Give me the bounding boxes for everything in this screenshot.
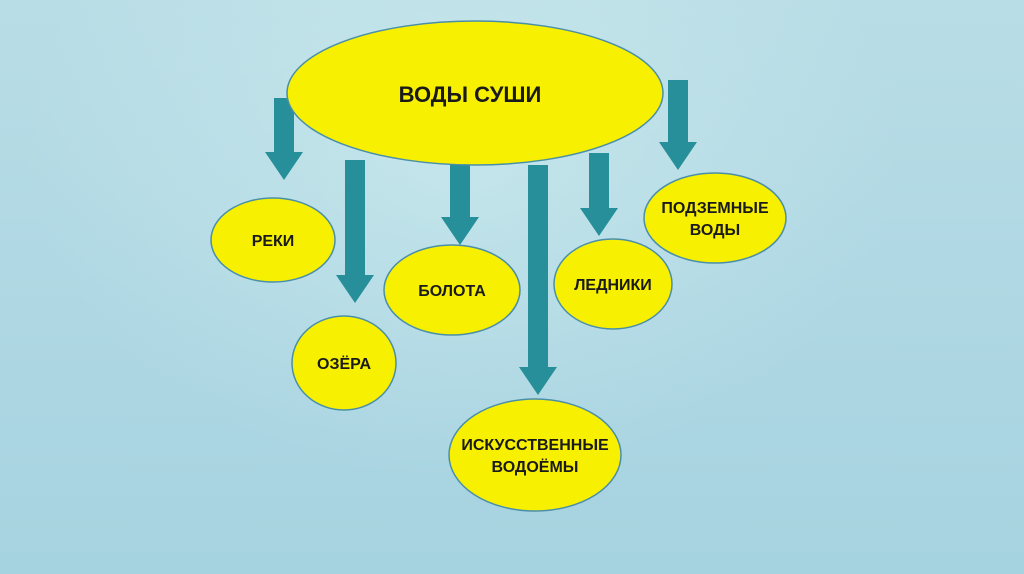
node-ellipse-podzemnye <box>643 172 787 264</box>
arrow-to-reki <box>265 98 303 180</box>
node-label-ozera-line-1: ОЗЁРА <box>317 355 371 373</box>
arrow-to-ledniki <box>580 153 618 236</box>
diagram-nodes: РЕКИ ОЗЁРА БОЛОТА ИСКУССТВЕННЫЕ ВОДОЁМЫ ЛЕДНИ… <box>210 172 787 512</box>
node-ozera: ОЗЁРА <box>291 315 397 411</box>
node-label-ledniki-line-1: ЛЕДНИКИ <box>574 277 652 294</box>
arrow-to-podzemnye <box>659 80 697 170</box>
node-label-podzemnye-line-1: ПОДЗЕМНЫЕ <box>661 200 769 217</box>
node-label-reki-line-1: РЕКИ <box>252 233 295 250</box>
node-label-bolota-line-1: БОЛОТА <box>418 283 486 300</box>
diagram-edges <box>265 80 697 395</box>
arrow-to-iskusstvennye <box>519 165 557 395</box>
root-label: ВОДЫ СУШИ <box>399 82 542 107</box>
root-ellipse <box>286 20 664 166</box>
node-reki: РЕКИ <box>210 197 336 283</box>
arrow-to-ozera <box>336 160 374 303</box>
arrow-to-bolota <box>441 165 479 245</box>
node-iskusstvennye: ИСКУССТВЕННЫЕ ВОДОЁМЫ <box>448 398 622 512</box>
node-ellipse-iskusstvennye <box>448 398 622 512</box>
node-podzemnye: ПОДЗЕМНЫЕ ВОДЫ <box>643 172 787 264</box>
root-node: ВОДЫ СУШИ <box>286 20 664 166</box>
node-ellipse-reki <box>210 197 336 283</box>
node-label-iskusstvennye-line-1: ИСКУССТВЕННЫЕ <box>461 437 609 454</box>
node-label-podzemnye-line-2: ВОДЫ <box>690 222 740 239</box>
node-ellipse-bolota <box>383 244 521 336</box>
node-label-iskusstvennye-line-2: ВОДОЁМЫ <box>492 458 579 476</box>
node-ledniki: ЛЕДНИКИ <box>553 238 673 330</box>
node-ellipse-ledniki <box>553 238 673 330</box>
node-bolota: БОЛОТА <box>383 244 521 336</box>
node-ellipse-ozera <box>291 315 397 411</box>
